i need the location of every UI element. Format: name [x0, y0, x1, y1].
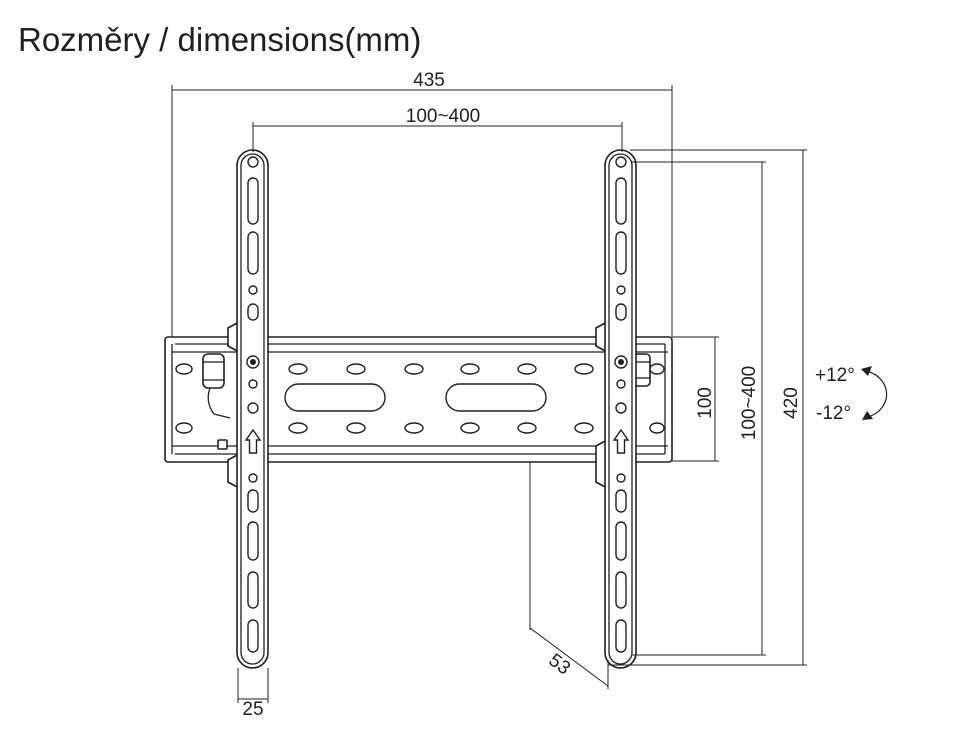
plate-oval-slot: [288, 363, 308, 375]
left-vertical-strap: [227, 149, 269, 669]
plate-oval-slot: [517, 422, 537, 434]
strap-slot: [247, 571, 259, 609]
strap-slot: [247, 619, 259, 653]
strap-hole: [615, 402, 627, 414]
strap-top-hole: [247, 156, 259, 168]
plate-oval-slot: [346, 422, 366, 434]
right-strap-inner-edge: [608, 153, 633, 665]
strap-hole: [616, 473, 626, 483]
strap-slot: [247, 231, 259, 275]
strap-screw-head: [618, 359, 624, 365]
dimension-label-overall-width: 435: [413, 70, 445, 91]
tilt-arc: [866, 370, 888, 418]
plate-oval-slot: [574, 363, 594, 375]
plate-oval-slot: [574, 422, 594, 434]
plate-oval-slot: [517, 363, 537, 375]
strap-hole: [616, 379, 626, 389]
tilt-range-indicator: +12° -12°: [815, 365, 888, 424]
plate-oval-slot: [288, 422, 308, 434]
plate-oval-slot: [404, 422, 424, 434]
dimension-label-hole-spacing-vertical: 100~400: [739, 366, 760, 441]
strap-hole: [248, 285, 258, 295]
strap-slot: [247, 177, 259, 225]
dimension-wall-distance: 53: [529, 462, 609, 689]
plate-large-slot: [445, 383, 547, 412]
left-bracket-hook: [207, 387, 231, 419]
strap-screw-head: [250, 359, 256, 365]
dimension-hole-spacing-horizontal: 100~400: [252, 106, 623, 152]
strap-slot: [615, 521, 627, 561]
plate-oval-slot: [460, 363, 480, 375]
dimension-overall-width: 435: [171, 70, 673, 337]
dimension-label-hole-spacing-horizontal: 100~400: [406, 106, 481, 127]
dimension-label-overall-height: 420: [781, 387, 802, 419]
tilt-arrowhead-down-icon: [862, 411, 873, 420]
tilt-down-label: -12°: [816, 403, 851, 424]
plate-large-slot: [284, 383, 386, 412]
strap-slot: [615, 303, 627, 321]
strap-slot: [615, 619, 627, 653]
left-knob-body: [202, 353, 225, 389]
dimension-overall-height: 420: [608, 149, 807, 666]
strap-slot: [615, 489, 627, 513]
dimension-line: [529, 627, 609, 687]
plate-oval-slot: [175, 422, 193, 434]
strap-slot: [615, 231, 627, 275]
dimension-label-strap-width: 25: [242, 699, 263, 720]
up-arrow-icon: [244, 428, 262, 454]
tilt-arrowhead-up-icon: [861, 366, 872, 376]
dimension-label-wall-distance: 53: [545, 650, 575, 679]
plate-oval-slot: [460, 422, 480, 434]
dimension-label-plate-height: 100: [695, 387, 716, 419]
strap-slot: [247, 303, 259, 321]
dimension-hole-spacing-vertical: 100~400: [632, 161, 766, 656]
strap-top-hole: [615, 156, 627, 168]
plate-oval-slot: [649, 363, 665, 375]
strap-hole: [616, 285, 626, 295]
left-bracket-nub: [217, 439, 228, 450]
strap-slot: [615, 571, 627, 609]
strap-slot: [247, 521, 259, 561]
plate-oval-slot: [649, 422, 665, 434]
left-tilt-knob: [202, 353, 231, 450]
plate-oval-slot: [346, 363, 366, 375]
strap-slot: [615, 177, 627, 225]
strap-hole: [247, 402, 259, 414]
tilt-up-label: +12°: [815, 365, 855, 386]
right-vertical-strap: [595, 149, 637, 669]
dimension-strap-width: 25: [237, 668, 269, 720]
up-arrow-icon: [612, 428, 630, 454]
strap-slot: [247, 489, 259, 513]
dimension-plate-height: 100: [672, 336, 719, 462]
plate-oval-slot: [404, 363, 424, 375]
strap-hole: [248, 379, 258, 389]
page-title: Rozměry / dimensions(mm): [18, 21, 421, 58]
plate-oval-slot: [175, 363, 193, 375]
left-strap-inner-edge: [240, 153, 265, 665]
strap-hole: [248, 473, 258, 483]
